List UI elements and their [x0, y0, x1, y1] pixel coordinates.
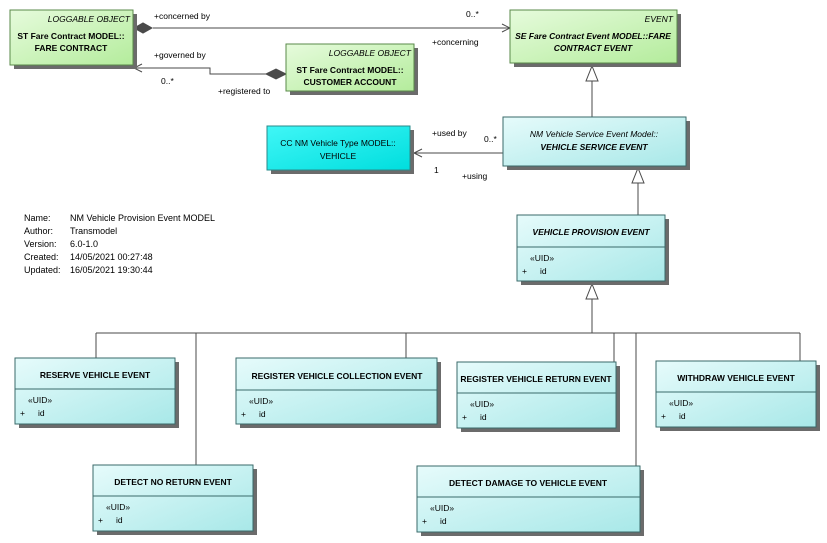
- using-multiplicity: 1: [434, 165, 439, 175]
- attribute-visibility: +: [98, 515, 103, 525]
- used-by-role: +used by: [432, 128, 467, 138]
- attribute-visibility: +: [522, 266, 527, 276]
- attribute-name: id: [540, 266, 547, 276]
- metadata-value: 6.0-1.0: [70, 239, 99, 249]
- attribute-stereotype: «UID»: [430, 503, 454, 513]
- class-customer-account[interactable]: LOGGABLE OBJECT ST Fare Contract MODEL::…: [285, 43, 418, 95]
- class-name: RESERVE VEHICLE EVENT: [40, 370, 151, 380]
- attribute-visibility: +: [661, 411, 666, 421]
- metadata-value: 14/05/2021 00:27:48: [70, 252, 153, 262]
- class-name: WITHDRAW VEHICLE EVENT: [677, 373, 795, 383]
- class-vehicle-service-event[interactable]: NM Vehicle Service Event Model:: VEHICLE…: [502, 116, 690, 170]
- metadata-label: Version:: [24, 239, 57, 249]
- registered-to-role: +registered to: [218, 86, 270, 96]
- attribute-name: id: [480, 412, 487, 422]
- class-stereotype: EVENT: [645, 14, 674, 24]
- class-name: FARE CONTRACT: [35, 43, 109, 53]
- attribute-stereotype: «UID»: [28, 395, 52, 405]
- connector-labels: +concerned by 0..* +concerning +governed…: [154, 9, 497, 181]
- concerned-by-multiplicity: 0..*: [466, 9, 479, 19]
- attribute-stereotype: «UID»: [249, 396, 273, 406]
- generalization-arrow-icon: [585, 282, 599, 300]
- class-name: CC NM Vehicle Type MODEL::: [280, 138, 396, 148]
- governed-by-multiplicity: 0..*: [161, 76, 174, 86]
- metadata-label: Created:: [24, 252, 59, 262]
- class-name: DETECT NO RETURN EVENT: [114, 477, 232, 487]
- metadata-value: 16/05/2021 19:30:44: [70, 265, 153, 275]
- attribute-visibility: +: [241, 409, 246, 419]
- class-name: VEHICLE SERVICE EVENT: [540, 142, 648, 152]
- class-register-vehicle-return-event[interactable]: REGISTER VEHICLE RETURN EVENT «UID» + id: [456, 361, 620, 432]
- class-name: NM Vehicle Service Event Model::: [530, 129, 659, 139]
- class-stereotype: LOGGABLE OBJECT: [48, 14, 131, 24]
- class-name: ST Fare Contract MODEL::: [296, 65, 403, 75]
- generalization-arrow-icon: [631, 166, 645, 184]
- governed-by-association[interactable]: [134, 67, 266, 75]
- class-name: CONTRACT EVENT: [554, 43, 633, 53]
- class-name: REGISTER VEHICLE COLLECTION EVENT: [252, 371, 424, 381]
- class-name: VEHICLE: [320, 151, 357, 161]
- metadata-label: Name:: [24, 213, 51, 223]
- attribute-stereotype: «UID»: [530, 253, 554, 263]
- used-by-multiplicity: 0..*: [484, 134, 497, 144]
- class-register-vehicle-collection-event[interactable]: REGISTER VEHICLE COLLECTION EVENT «UID» …: [235, 357, 441, 428]
- metadata-label: Author:: [24, 226, 54, 236]
- class-stereotype: LOGGABLE OBJECT: [329, 48, 412, 58]
- attribute-name: id: [116, 515, 123, 525]
- composition-diamond-icon: [264, 68, 288, 80]
- attribute-stereotype: «UID»: [470, 399, 494, 409]
- class-detect-damage-event[interactable]: DETECT DAMAGE TO VEHICLE EVENT «UID» + i…: [416, 465, 644, 536]
- class-vehicle-provision-event[interactable]: VEHICLE PROVISION EVENT «UID» + id: [516, 214, 669, 285]
- class-withdraw-vehicle-event[interactable]: WITHDRAW VEHICLE EVENT «UID» + id: [655, 360, 820, 431]
- concerned-by-role: +concerned by: [154, 11, 211, 21]
- attribute-name: id: [38, 408, 45, 418]
- attribute-name: id: [259, 409, 266, 419]
- governed-by-role: +governed by: [154, 50, 206, 60]
- connectors: [95, 22, 801, 466]
- attribute-visibility: +: [422, 516, 427, 526]
- attribute-visibility: +: [462, 412, 467, 422]
- using-role: +using: [462, 171, 488, 181]
- class-detect-no-return-event[interactable]: DETECT NO RETURN EVENT «UID» + id: [92, 464, 257, 535]
- metadata-value: Transmodel: [70, 226, 118, 236]
- attribute-name: id: [679, 411, 686, 421]
- class-name: SE Fare Contract Event MODEL::FARE: [515, 31, 671, 41]
- class-fare-contract[interactable]: LOGGABLE OBJECT ST Fare Contract MODEL::…: [9, 9, 137, 69]
- metadata-value: NM Vehicle Provision Event MODEL: [70, 213, 216, 223]
- composition-diamond-icon: [132, 22, 154, 34]
- attribute-stereotype: «UID»: [106, 502, 130, 512]
- attribute-stereotype: «UID»: [669, 398, 693, 408]
- generalization-arrow-icon: [585, 64, 599, 82]
- attribute-name: id: [440, 516, 447, 526]
- metadata-label: Updated:: [24, 265, 61, 275]
- class-name: VEHICLE PROVISION EVENT: [532, 227, 650, 237]
- class-name: DETECT DAMAGE TO VEHICLE EVENT: [449, 478, 608, 488]
- class-name: REGISTER VEHICLE RETURN EVENT: [460, 374, 612, 384]
- diagram-metadata: Name: NM Vehicle Provision Event MODEL Au…: [24, 212, 215, 277]
- class-vehicle[interactable]: CC NM Vehicle Type MODEL:: VEHICLE: [266, 125, 414, 174]
- attribute-visibility: +: [20, 408, 25, 418]
- class-reserve-vehicle-event[interactable]: RESERVE VEHICLE EVENT «UID» + id: [14, 357, 179, 428]
- class-name: ST Fare Contract MODEL::: [17, 31, 124, 41]
- class-fare-contract-event[interactable]: EVENT SE Fare Contract Event MODEL::FARE…: [509, 9, 681, 67]
- class-name: CUSTOMER ACCOUNT: [303, 77, 397, 87]
- concerning-role: +concerning: [432, 37, 479, 47]
